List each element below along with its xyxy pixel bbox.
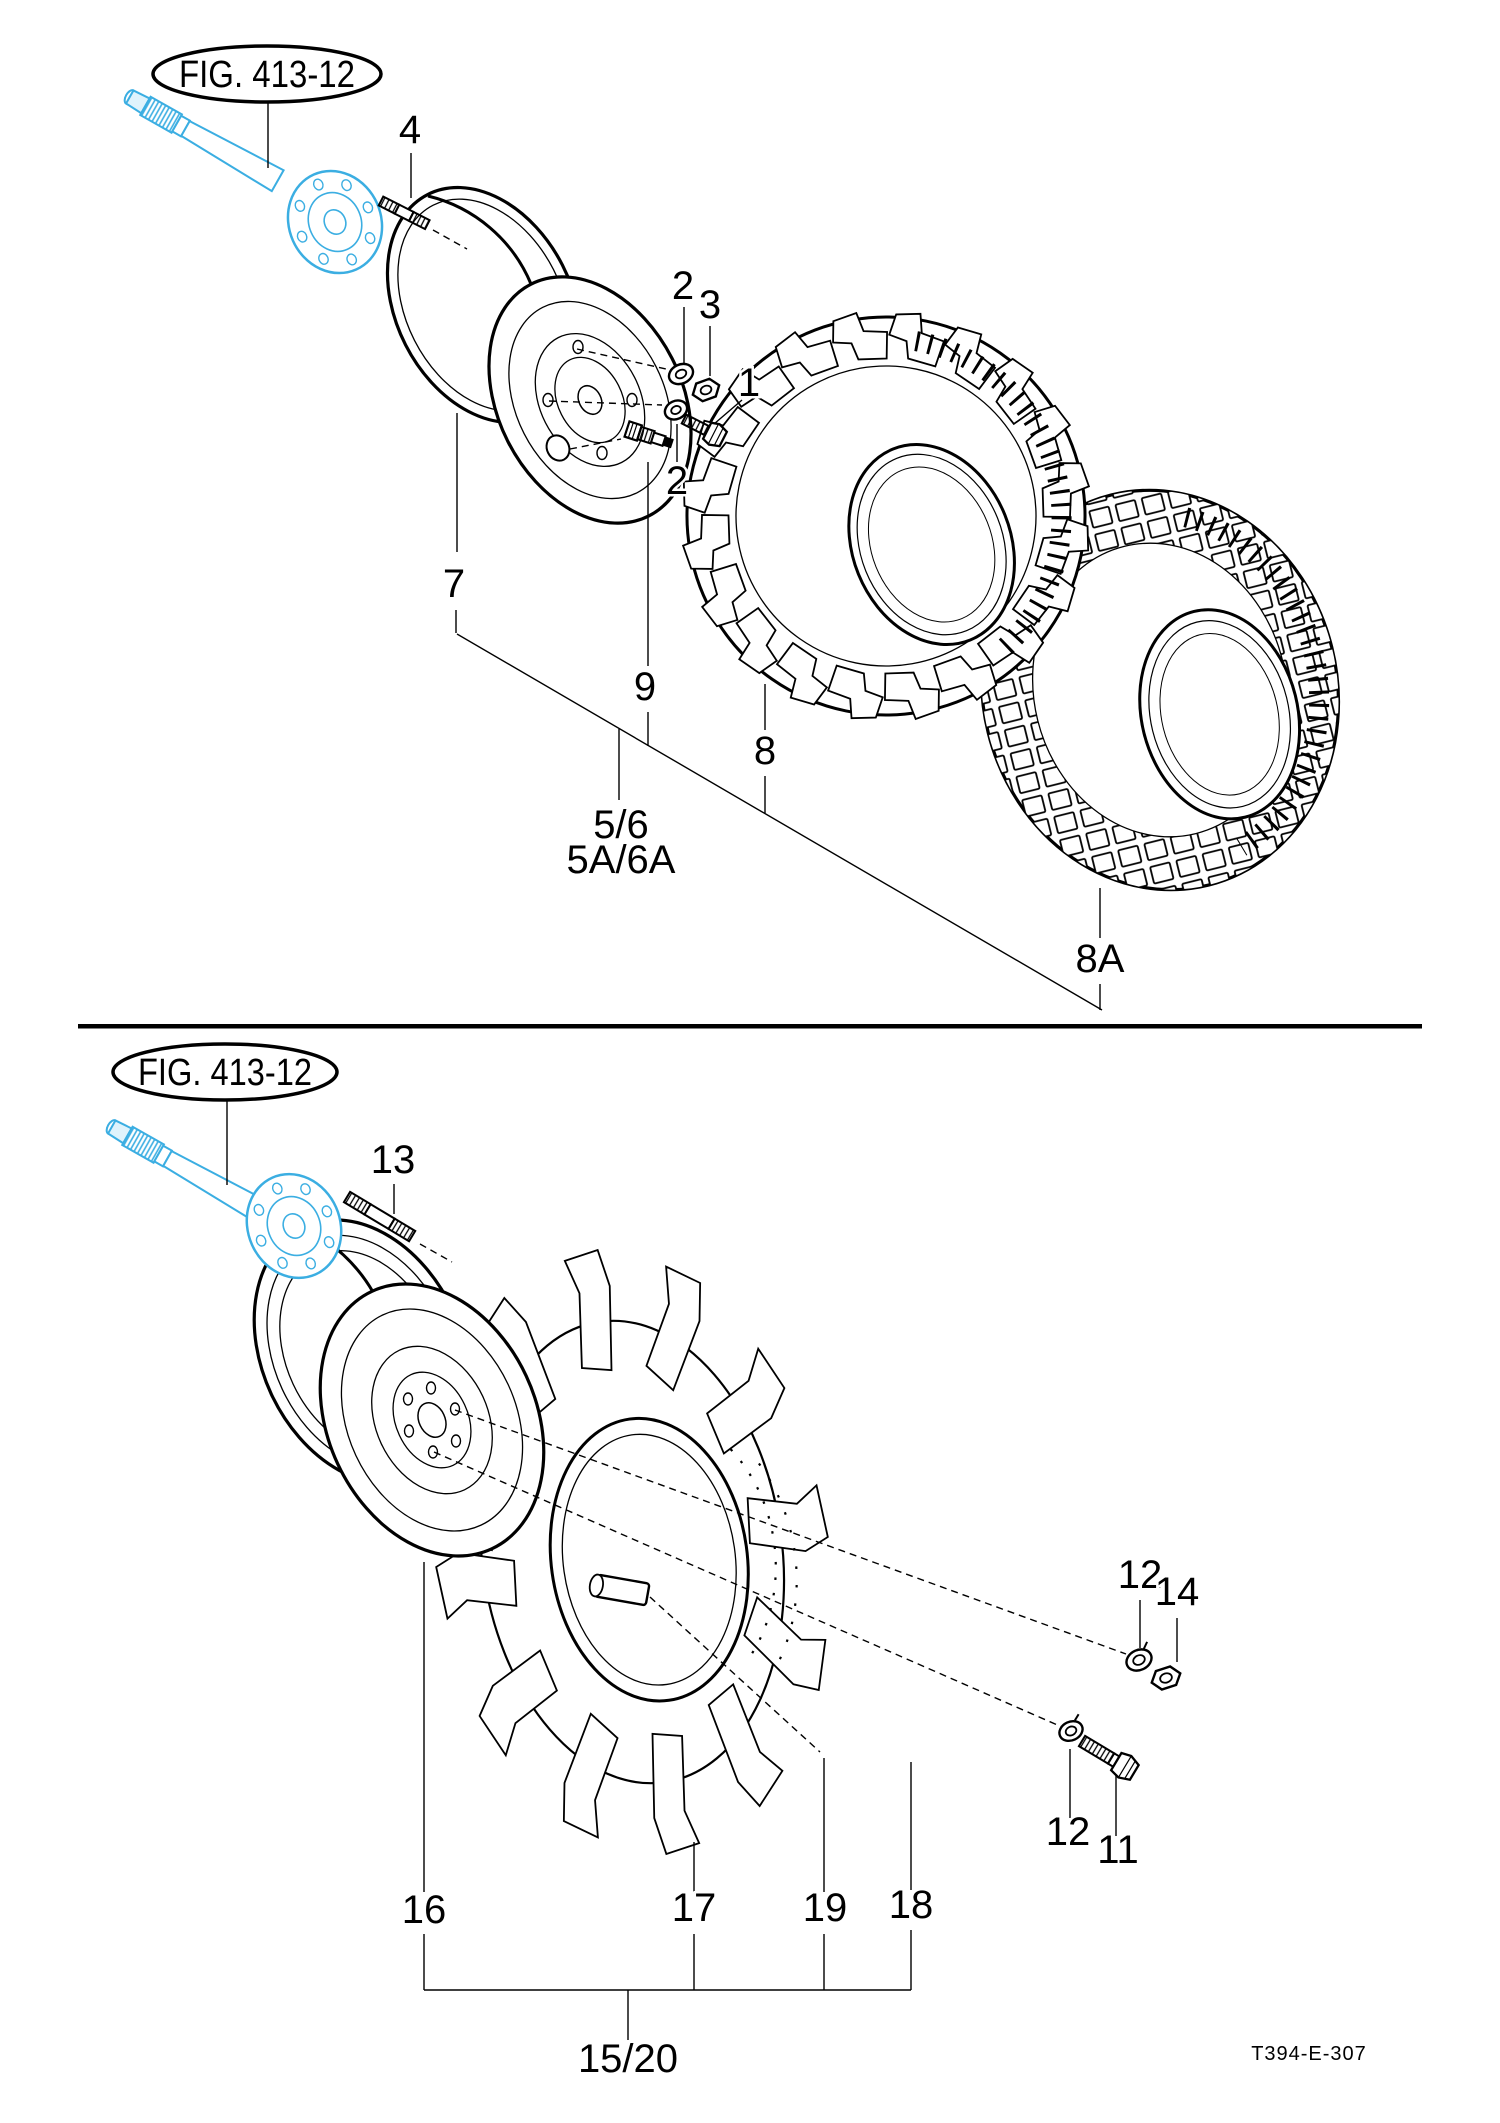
- callout-valve-stem: 9: [634, 665, 656, 709]
- hex-bolt-bottom: [1077, 1734, 1141, 1781]
- leader-lines-bottom: [226, 1100, 1178, 2040]
- callout-tube: 18: [889, 1883, 934, 1927]
- fig-callout-bottom: [111, 1042, 339, 1102]
- washer-upper: [667, 362, 695, 386]
- fig-callout-top: [151, 44, 383, 104]
- fig-label-top: FIG. 413-12: [179, 54, 355, 96]
- valve-stem: [623, 420, 674, 449]
- callout-rim-top: 7: [443, 562, 465, 606]
- paddle-tire: [433, 1247, 831, 1857]
- callout-turf-tire: 8A: [1076, 937, 1125, 981]
- callout-tire-bottom: 17: [672, 1886, 717, 1930]
- callout-lock-washer-upper: 12: [1118, 1553, 1163, 1597]
- callout-lug-tire: 8: [754, 729, 776, 773]
- section-divider: [78, 1024, 1422, 1029]
- fig-label-bottom: FIG. 413-12: [138, 1052, 312, 1094]
- lock-washer-upper: [1125, 1641, 1153, 1672]
- callout-rim-bottom: 16: [402, 1888, 447, 1932]
- wheel-stud-top: [377, 195, 431, 231]
- callout-pin: 19: [803, 1886, 848, 1930]
- callout-nut-bottom: 14: [1155, 1570, 1200, 1614]
- callout-group-1520: 15/20: [578, 2037, 678, 2081]
- callout-bolt-bottom: 11: [1097, 1828, 1139, 1872]
- hex-bolt-top: [680, 413, 729, 448]
- hex-nut-bottom: [1150, 1665, 1182, 1691]
- wheel-stud-bottom: [342, 1190, 417, 1243]
- callout-lock-washer-lower: 12: [1046, 1810, 1091, 1854]
- axle-shaft-top: [123, 89, 384, 275]
- washer-lower: [663, 399, 689, 421]
- callout-stud-top: 4: [399, 108, 421, 152]
- hex-nut-top: [691, 377, 721, 403]
- callout-washer-upper: 2: [672, 264, 694, 308]
- axle-shaft-bottom: [105, 1119, 343, 1280]
- callout-group-5a6a: 5A/6A: [567, 838, 676, 882]
- drawing-code: T394-E-307: [1251, 2043, 1367, 2065]
- callout-stud-bottom: 13: [371, 1138, 416, 1182]
- callout-group-56: 5/6: [593, 803, 649, 847]
- callout-nut-top: 3: [699, 283, 721, 327]
- lock-washer-lower: [1058, 1713, 1084, 1743]
- callout-washer-lower: 2: [666, 459, 688, 503]
- hub-pin: [588, 1573, 651, 1607]
- rim-top: [385, 185, 693, 525]
- callout-bolt-top: 1: [738, 361, 760, 405]
- lug-tire: [677, 307, 1095, 725]
- leader-lines-top: [267, 102, 1103, 1011]
